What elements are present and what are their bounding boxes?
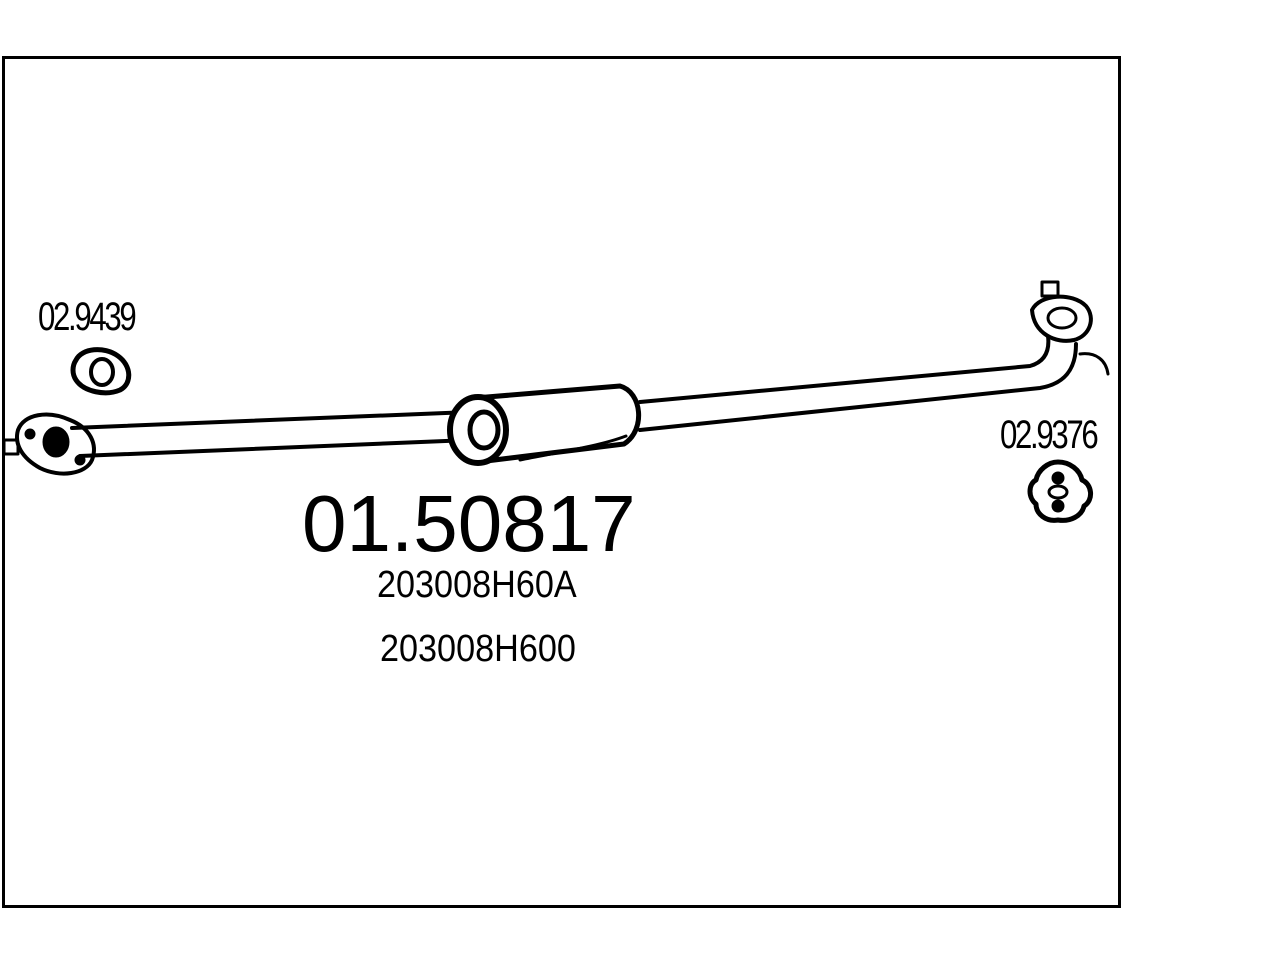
hanger-part-number: 02.9376 xyxy=(1000,413,1099,457)
inlet-flange xyxy=(15,412,96,476)
middle-silencer xyxy=(447,383,641,466)
main-part-number: 01.50817 xyxy=(302,479,636,568)
rear-pipe xyxy=(638,334,1078,432)
rubber-hanger-icon xyxy=(1027,459,1093,523)
gasket-part-number: 02.9439 xyxy=(38,295,137,339)
outlet-flange xyxy=(1030,280,1110,376)
gasket-icon xyxy=(70,347,132,396)
oem-number-1: 203008H60A xyxy=(377,564,577,606)
oem-number-2: 203008H600 xyxy=(380,628,576,670)
front-pipe xyxy=(70,410,472,458)
drawing-frame xyxy=(2,56,1121,908)
